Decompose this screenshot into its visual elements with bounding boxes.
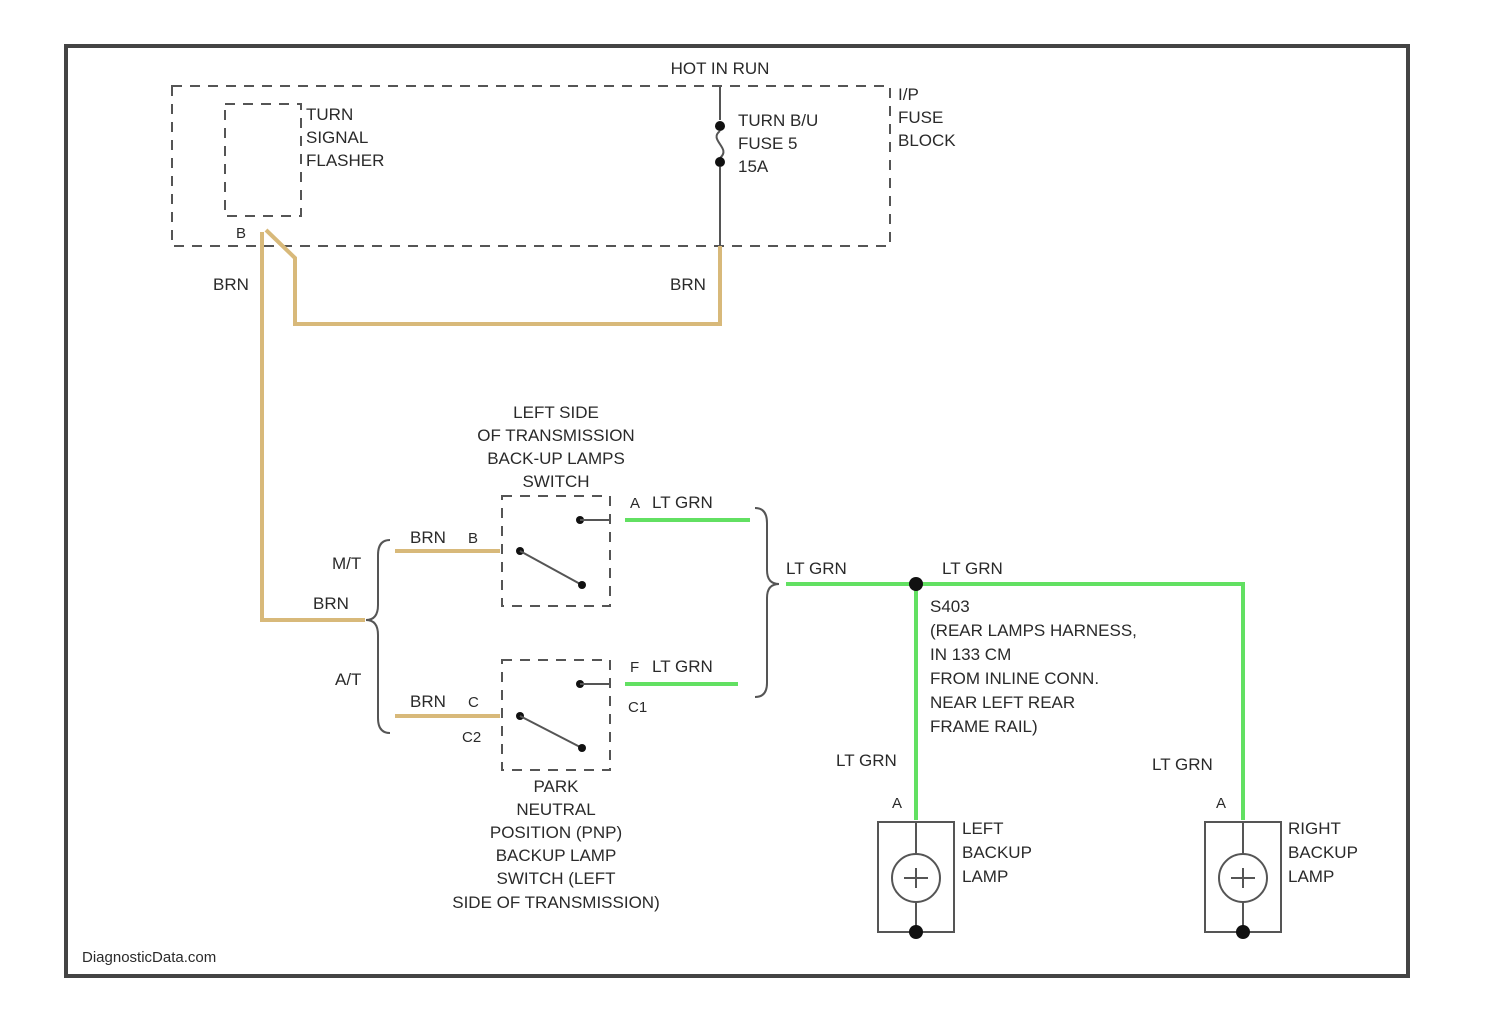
- flasher-pin-label: B: [236, 225, 246, 242]
- brn-label-mt: BRN: [410, 528, 446, 547]
- fuse-bottom-terminal: [715, 157, 725, 167]
- at-connector-c2-label: C2: [462, 729, 481, 746]
- right-lamp-label-3: LAMP: [1288, 867, 1334, 886]
- splice-s403-dot: [909, 577, 923, 591]
- mt-switch-label-2: OF TRANSMISSION: [477, 426, 634, 445]
- left-lamp-label-3: LAMP: [962, 867, 1008, 886]
- merge-brace: [755, 508, 779, 697]
- fuse-block-label-1: I/P: [898, 85, 919, 104]
- watermark-text: DiagnosticData.com: [82, 949, 216, 966]
- left-lamp-pin-a: A: [892, 795, 902, 812]
- brn-label-at: BRN: [410, 692, 446, 711]
- right-lamp-filament: [1231, 868, 1255, 888]
- mt-pin-a-label: A: [630, 495, 640, 512]
- ltgrn-label-a: LT GRN: [652, 493, 713, 512]
- left-lamp-ground-dot: [909, 925, 923, 939]
- mt-switch-label-3: BACK-UP LAMPS: [487, 449, 625, 468]
- flasher-label-2: SIGNAL: [306, 128, 368, 147]
- splice-label-2: (REAR LAMPS HARNESS,: [930, 621, 1137, 640]
- at-switch-label-3: POSITION (PNP): [490, 823, 622, 842]
- at-connector-c1-label: C1: [628, 699, 647, 716]
- brn-label-right: BRN: [670, 275, 706, 294]
- flasher-label-3: FLASHER: [306, 151, 384, 170]
- ltgrn-label-right-lamp: LT GRN: [1152, 755, 1213, 774]
- left-backup-lamp: [878, 822, 954, 939]
- brn-label-main: BRN: [313, 594, 349, 613]
- fuse-label-1: TURN B/U: [738, 111, 818, 130]
- splice-label-1: S403: [930, 597, 970, 616]
- fuse-element: [717, 131, 724, 158]
- ltgrn-label-left-lamp: LT GRN: [836, 751, 897, 770]
- hot-in-run-label: HOT IN RUN: [671, 59, 770, 78]
- splice-label-3: IN 133 CM: [930, 645, 1011, 664]
- splice-label-5: NEAR LEFT REAR: [930, 693, 1075, 712]
- branch-brace: [366, 540, 390, 733]
- fuse-block-outline: [172, 86, 890, 246]
- fuse-block-label-2: FUSE: [898, 108, 943, 127]
- splice-label-4: FROM INLINE CONN.: [930, 669, 1099, 688]
- fuse-label-2: FUSE 5: [738, 134, 798, 153]
- ltgrn-label-mid: LT GRN: [786, 559, 847, 578]
- mt-switch-label-1: LEFT SIDE: [513, 403, 599, 422]
- brn-wire-fuse-to-flasher: [266, 230, 720, 324]
- at-switch-blade-end: [578, 744, 586, 752]
- at-switch-label-6: SIDE OF TRANSMISSION): [452, 893, 660, 912]
- at-switch-label-4: BACKUP LAMP: [496, 846, 617, 865]
- mt-pin-b-label: B: [468, 530, 478, 547]
- right-lamp-ground-dot: [1236, 925, 1250, 939]
- mt-switch-blade: [520, 551, 582, 585]
- right-backup-lamp: [1205, 822, 1281, 939]
- left-lamp-label-1: LEFT: [962, 819, 1004, 838]
- flasher-outline: [225, 104, 301, 216]
- at-switch-label-5: SWITCH (LEFT: [497, 869, 616, 888]
- diagram-frame: [66, 46, 1408, 976]
- fuse-block-label-3: BLOCK: [898, 131, 956, 150]
- branch-mt-label: M/T: [332, 554, 361, 573]
- splice-label-6: FRAME RAIL): [930, 717, 1038, 736]
- ltgrn-label-top: LT GRN: [942, 559, 1003, 578]
- fuse-top-terminal: [715, 121, 725, 131]
- flasher-label-1: TURN: [306, 105, 353, 124]
- brn-label-left: BRN: [213, 275, 249, 294]
- right-lamp-label-2: BACKUP: [1288, 843, 1358, 862]
- branch-at-label: A/T: [335, 670, 361, 689]
- mt-switch-blade-end: [578, 581, 586, 589]
- right-lamp-label-1: RIGHT: [1288, 819, 1341, 838]
- at-switch-blade: [520, 716, 582, 748]
- at-switch-label-2: NEUTRAL: [516, 800, 595, 819]
- at-pin-c-label: C: [468, 694, 479, 711]
- left-lamp-label-2: BACKUP: [962, 843, 1032, 862]
- mt-switch-label-4: SWITCH: [522, 472, 589, 491]
- left-lamp-filament: [904, 868, 928, 888]
- fuse-label-3: 15A: [738, 157, 769, 176]
- right-lamp-pin-a: A: [1216, 795, 1226, 812]
- at-pin-f-label: F: [630, 659, 639, 676]
- ltgrn-label-f: LT GRN: [652, 657, 713, 676]
- at-switch-label-1: PARK: [533, 777, 579, 796]
